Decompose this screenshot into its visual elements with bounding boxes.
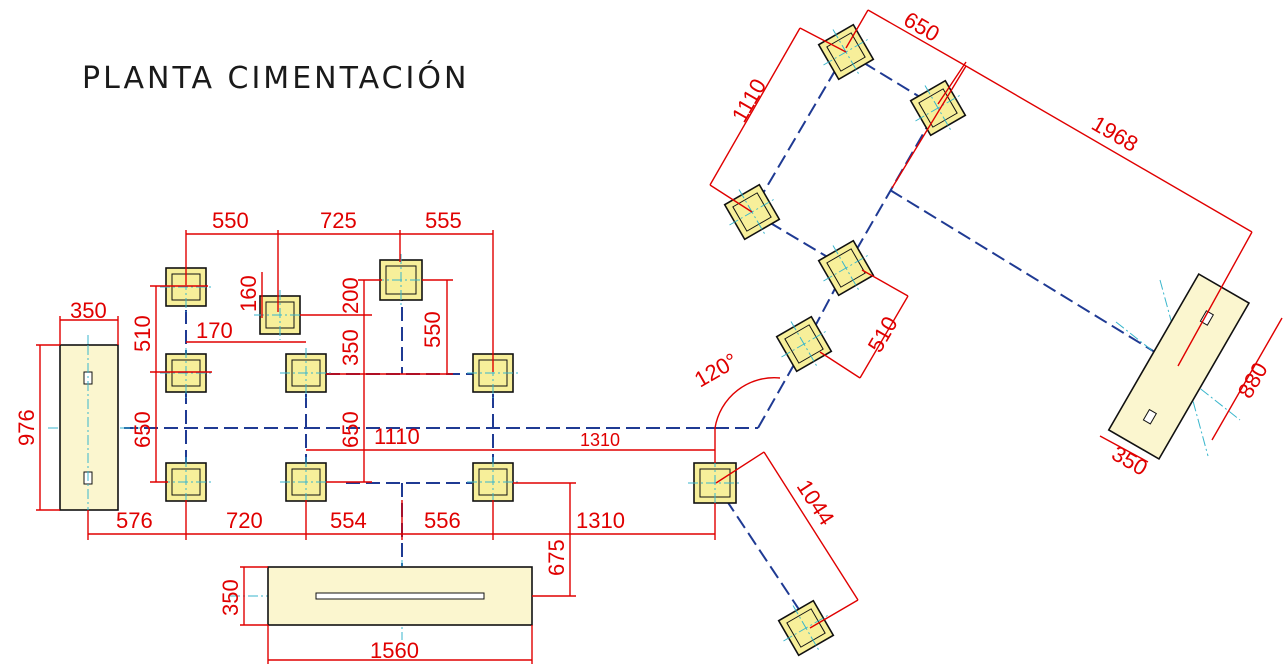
dim-650-top: 650 <box>900 7 944 47</box>
footing-r6 <box>777 599 835 657</box>
footing-c4 <box>688 457 742 509</box>
footing-b1 <box>160 348 212 398</box>
dim-550-top: 550 <box>212 208 249 233</box>
strip-footings <box>59 272 1251 626</box>
strip-footing-left <box>59 344 119 511</box>
footing-r5 <box>775 315 833 373</box>
dimension-labels: 550 725 555 160 200 170 510 350 350 550 … <box>14 7 1273 663</box>
dim-725: 725 <box>320 208 357 233</box>
tie-beams <box>124 51 1177 621</box>
footing-b2 <box>280 348 332 398</box>
dim-510-right: 510 <box>863 312 903 356</box>
strip-footing-right <box>1107 272 1251 461</box>
dim-510-left: 510 <box>130 315 155 352</box>
dim-1560: 1560 <box>370 638 419 663</box>
footings <box>160 23 967 657</box>
dim-170: 170 <box>196 318 233 343</box>
footing-c2 <box>280 457 332 507</box>
drawing-title: PLANTA CIMENTACIÓN <box>82 59 469 96</box>
dim-350-mid: 350 <box>338 329 363 366</box>
footing-r4 <box>817 239 875 297</box>
dim-650-left: 650 <box>130 411 155 448</box>
dim-675: 675 <box>544 539 569 576</box>
dim-1110-top: 1110 <box>727 74 771 126</box>
footing-b3 <box>467 348 519 398</box>
dim-554: 554 <box>330 508 367 533</box>
footing-a3 <box>374 254 428 306</box>
dim-1310-mid: 1310 <box>580 430 620 450</box>
footing-c3 <box>467 457 519 507</box>
dim-200: 200 <box>338 277 363 314</box>
dim-976: 976 <box>14 409 39 446</box>
dim-350-left: 350 <box>70 298 107 323</box>
dim-720: 720 <box>226 508 263 533</box>
dim-1310-bot: 1310 <box>576 508 625 533</box>
dim-1110-mid: 1110 <box>374 424 420 449</box>
dim-880: 880 <box>1233 358 1273 402</box>
dim-1968: 1968 <box>1088 111 1143 157</box>
dim-650-mid: 650 <box>338 411 363 448</box>
footing-r2 <box>909 79 967 137</box>
footing-a2 <box>254 290 306 340</box>
dim-350-slab: 350 <box>218 579 243 616</box>
dim-550-right: 550 <box>420 311 445 348</box>
dim-160: 160 <box>236 275 261 312</box>
dim-555: 555 <box>425 208 462 233</box>
dim-120-angle: 120° <box>690 348 742 392</box>
dim-1044: 1044 <box>792 475 840 530</box>
dim-576: 576 <box>116 508 153 533</box>
dimension-lines <box>36 9 1283 664</box>
dim-556: 556 <box>424 508 461 533</box>
